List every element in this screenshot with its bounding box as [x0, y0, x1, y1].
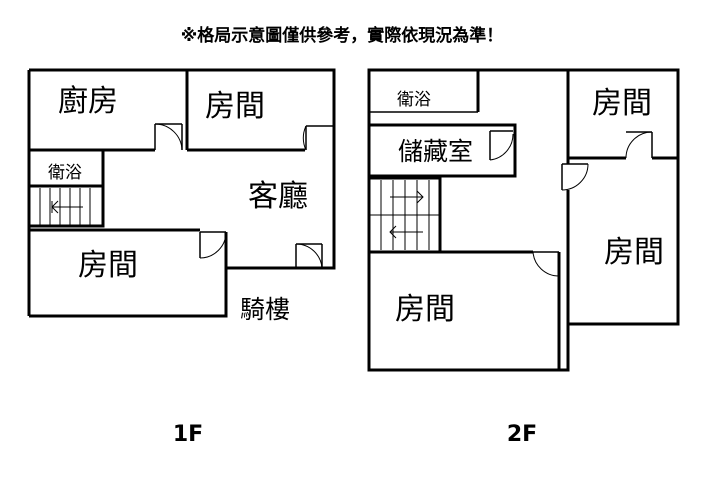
2f-bedroom-top-right-door — [625, 131, 653, 159]
1f-kitchen-door — [154, 123, 183, 151]
2f-storage-door — [489, 130, 514, 161]
1f-entrance-door — [295, 243, 323, 269]
2f-floor-label: 2F — [507, 422, 537, 447]
1f-stair-wall — [29, 184, 105, 228]
1f-bedroom-top-label: 房間 — [205, 89, 265, 124]
1f-arcade-label: 騎樓 — [240, 295, 290, 324]
2f-bedroom-bottom-door — [532, 251, 560, 277]
2f-bedroom-right-label: 房間 — [604, 235, 664, 270]
2f-right-bedroom-door — [561, 163, 589, 191]
1f-outer-wall — [29, 68, 336, 270]
1f-bedroom-top-door — [302, 125, 334, 151]
1f-living-room-label: 客廳 — [248, 179, 308, 214]
2f-storage-label: 儲藏室 — [398, 137, 473, 166]
2f-outer-left-wall — [367, 68, 570, 372]
2f-bedroom-bottom-label: 房間 — [395, 292, 455, 327]
2f-bathroom-label: 衛浴 — [397, 90, 431, 110]
1f-floor-label: 1F — [173, 422, 203, 447]
2f-storage-wall — [369, 123, 517, 178]
2f-right-block-outer — [566, 68, 680, 326]
floor-2f-plan: 衛浴 儲藏室 房間 房間 房間 2F — [367, 68, 680, 447]
disclaimer-note: ※格局示意圖僅供參考，實際依現況為準！ — [181, 25, 504, 46]
2f-staircase — [369, 180, 440, 250]
1f-bathroom-label: 衛浴 — [48, 163, 82, 183]
1f-kitchen-label: 廚房 — [58, 84, 118, 119]
floor-1f-plan: 廚房 房間 衛浴 客廳 房間 騎樓 1F — [27, 68, 336, 447]
1f-staircase — [39, 188, 91, 226]
1f-bedroom-bottom-label: 房間 — [78, 248, 138, 283]
2f-bedroom-top-right-label: 房間 — [592, 86, 652, 121]
1f-bedroom-bottom-wall — [29, 232, 228, 318]
1f-bedroom-bottom-door — [199, 231, 227, 259]
